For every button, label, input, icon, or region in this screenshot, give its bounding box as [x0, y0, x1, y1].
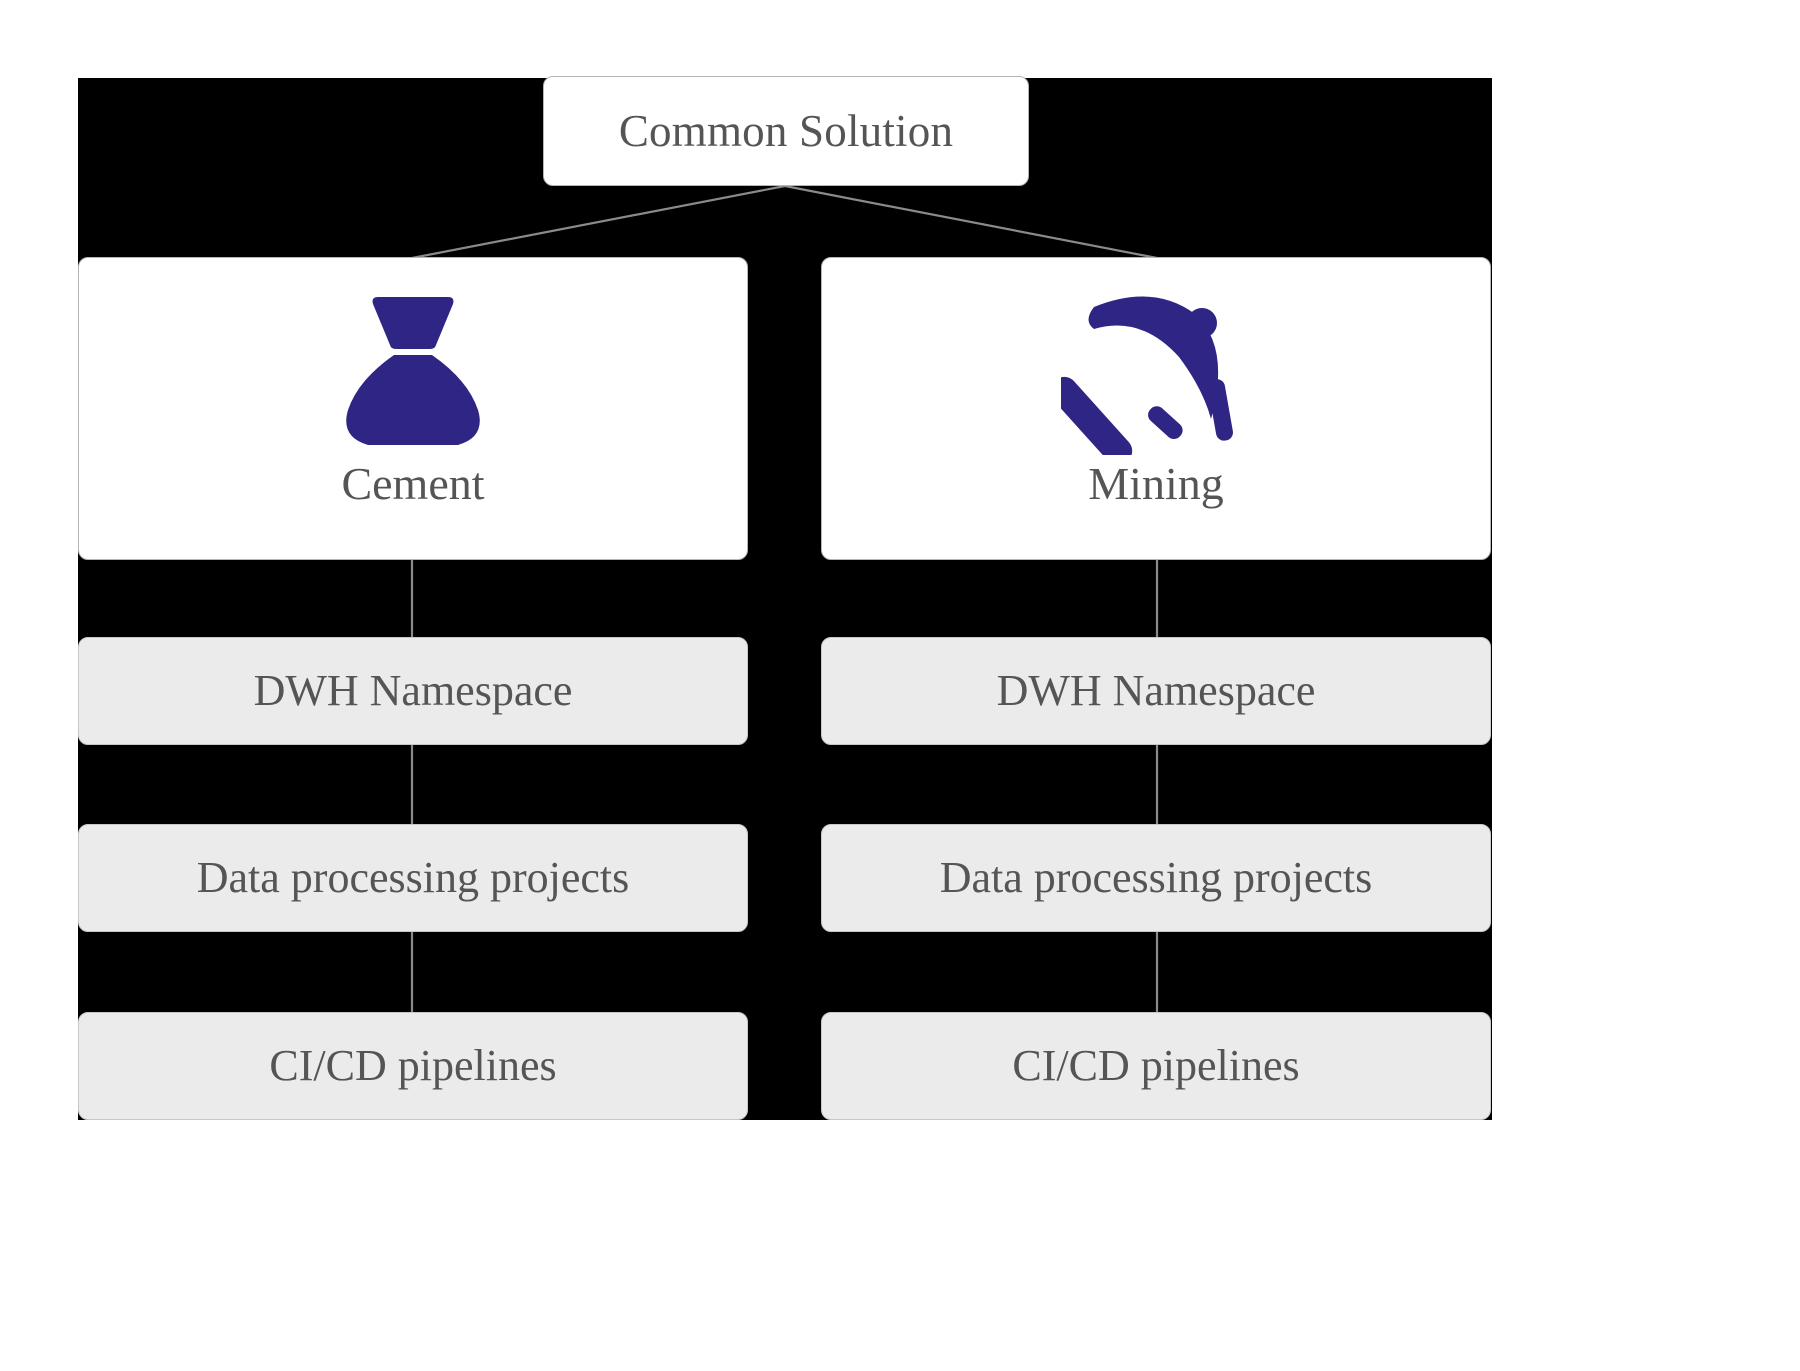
pickaxe-icon — [1061, 296, 1233, 455]
root-node-label: Common Solution — [618, 105, 954, 156]
card-mining[interactable]: Mining — [821, 257, 1491, 560]
mining-row-dwh-namespace[interactable]: DWH Namespace — [821, 637, 1491, 745]
cement-row-data-processing-projects[interactable]: Data processing projects — [78, 824, 748, 932]
mining-row-cicd-pipelines[interactable]: CI/CD pipelines — [821, 1012, 1491, 1120]
diagram-backdrop — [78, 78, 1492, 1120]
cement-row-data-processing-projects-label: Data processing projects — [196, 853, 630, 902]
cement-row-cicd-pipelines[interactable]: CI/CD pipelines — [78, 1012, 748, 1120]
card-mining-label: Mining — [1088, 458, 1224, 509]
mining-row-data-processing-projects[interactable]: Data processing projects — [821, 824, 1491, 932]
cement-row-dwh-namespace-label: DWH Namespace — [253, 666, 573, 715]
cement-row-dwh-namespace[interactable]: DWH Namespace — [78, 637, 748, 745]
card-cement-label: Cement — [341, 458, 485, 509]
mining-row-dwh-namespace-label: DWH Namespace — [996, 666, 1316, 715]
root-node-common-solution[interactable]: Common Solution — [543, 76, 1029, 186]
mining-row-data-processing-projects-label: Data processing projects — [939, 853, 1373, 902]
cement-bag-icon — [346, 297, 480, 445]
mining-row-cicd-pipelines-label: CI/CD pipelines — [1012, 1041, 1300, 1090]
card-cement[interactable]: Cement — [78, 257, 748, 560]
cement-row-cicd-pipelines-label: CI/CD pipelines — [269, 1041, 557, 1090]
